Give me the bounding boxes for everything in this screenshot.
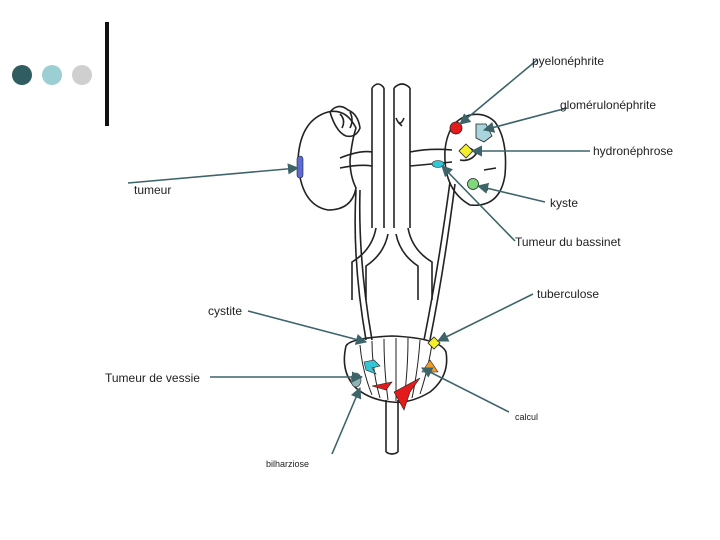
right-ureter — [423, 181, 456, 341]
leader-bilharziose — [331, 386, 362, 455]
left-ureter — [354, 189, 373, 341]
left-kidney — [297, 110, 357, 211]
urethra — [385, 400, 399, 455]
right-kidney — [444, 113, 507, 206]
label-pyelonephrite: pyelonéphrite — [532, 54, 605, 68]
marker-cystite — [350, 372, 362, 388]
marker-calcul — [421, 359, 439, 373]
label-tumeur: tumeur — [134, 183, 172, 197]
label-cystite: cystite — [208, 304, 243, 318]
leader-lines — [127, 59, 590, 455]
left-renal-vein — [339, 150, 373, 169]
marker-tumeur-vessie — [363, 359, 381, 375]
leader-pyelonephrite — [459, 59, 538, 125]
label-calcul: calcul — [515, 412, 539, 422]
bladder-folds — [359, 337, 433, 401]
decor-vertical-bar — [105, 22, 109, 126]
aorta-top — [393, 83, 411, 89]
marker-glomerulonephrite — [475, 123, 493, 143]
label-glomerulonephrite: glomérulonéphrite — [560, 98, 657, 112]
vessel-knot — [395, 117, 405, 127]
leader-tumeur-bassinet — [441, 165, 516, 242]
label-kyste: kyste — [550, 196, 579, 210]
decor-dot-mid — [42, 65, 62, 85]
label-bilharziose: bilharziose — [266, 459, 310, 469]
iliac-inner — [365, 233, 419, 300]
leader-cystite — [247, 310, 368, 345]
marker-tumeur-rein — [296, 155, 304, 179]
iliac-outer — [351, 227, 433, 300]
label-tumeur-vessie: Tumeur de vessie — [105, 371, 200, 385]
left-adrenal-lobes — [339, 111, 353, 129]
label-tuberculose: tuberculose — [537, 287, 600, 301]
marker-tumeur-bassinet — [431, 160, 445, 168]
leader-glomerulonephrite — [482, 107, 568, 133]
leader-kyste — [476, 182, 546, 203]
decor-dot-light — [72, 65, 92, 85]
left-adrenal — [329, 105, 361, 138]
decor-dot-dark — [12, 65, 32, 85]
marker-bilharziose — [371, 377, 421, 411]
leader-tuberculose — [436, 293, 534, 342]
leader-calcul — [421, 367, 510, 413]
vena-cava — [371, 88, 385, 228]
aorta — [393, 88, 411, 228]
label-tumeur-bassinet: Tumeur du bassinet — [515, 235, 621, 249]
right-renal-artery — [409, 148, 453, 167]
vena-cava-top — [371, 83, 385, 89]
label-hydronephrose: hydronéphrose — [593, 144, 674, 158]
marker-hydronephrose — [458, 143, 474, 159]
leader-tumeur — [127, 163, 300, 184]
marker-kyste — [467, 178, 479, 190]
marker-pyelonephrite — [449, 121, 463, 135]
